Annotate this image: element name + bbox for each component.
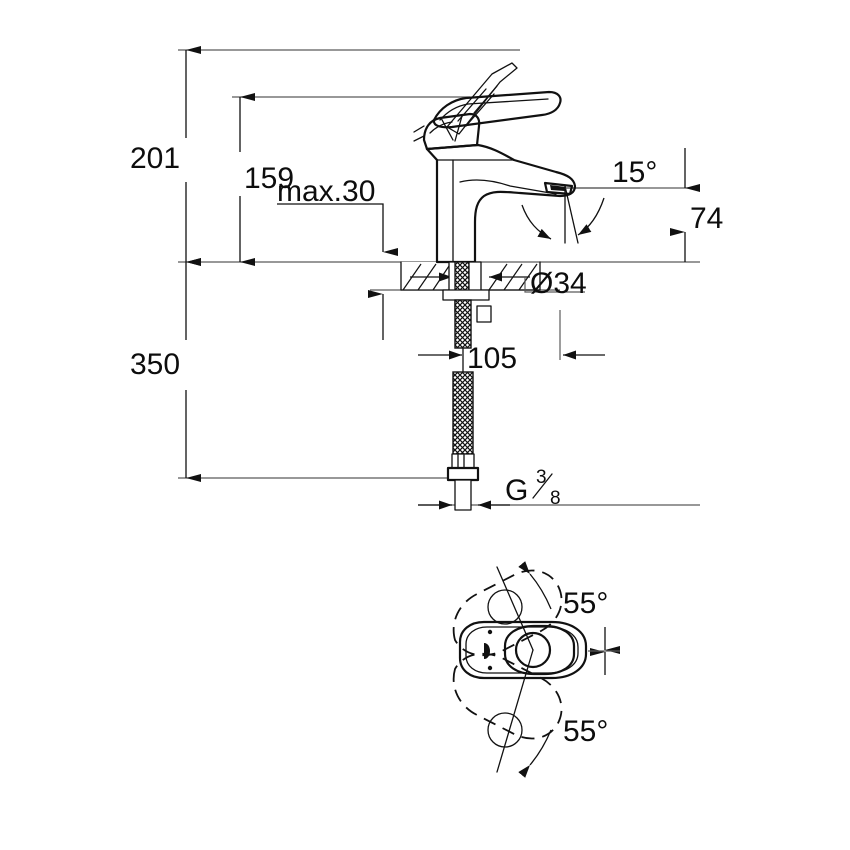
spout-inner-contour [459, 179, 557, 195]
plan-screw-mark-top [487, 629, 493, 635]
dimension-height-201: 201 [130, 46, 201, 266]
plan-base-inner [465, 626, 579, 674]
plan-base-body [458, 620, 588, 680]
dim-label-max30: max.30 [277, 175, 375, 208]
plan-lever-index [484, 643, 490, 659]
dimension-swivel-lower-55: 55° [496, 648, 620, 778]
mounting-washer [442, 289, 490, 301]
dim-label-350: 350 [130, 348, 180, 381]
swivel-upper-arc [518, 561, 552, 610]
dim-leader-max30 [277, 203, 398, 256]
lever-hub [422, 112, 481, 151]
dimension-height-159: 159 [239, 93, 294, 266]
plan-spout-footprint [503, 624, 576, 676]
plan-ghost-lower [452, 652, 563, 748]
lever-raised-ghost [446, 62, 518, 135]
faucet-body [413, 62, 577, 511]
spray-arc-right [577, 197, 605, 236]
swivel-upper-ray [496, 566, 534, 651]
dimension-thread-g38: G 3 8 [418, 467, 561, 510]
lever-hub-facet-1 [440, 117, 454, 141]
dim-label-159: 159 [244, 162, 294, 195]
aerator [543, 181, 574, 196]
lever-ghost-hatch-3 [473, 85, 498, 114]
swivel-lower-arc [518, 729, 552, 778]
plan-screw-mark-bottom [487, 665, 493, 671]
dimension-swivel-upper-55: 55° [496, 561, 620, 654]
lever-ghost-hatch-2 [465, 93, 495, 127]
plan-tap-hole [514, 631, 552, 669]
pivot-ghost-1 [413, 125, 425, 133]
fitting-nut [446, 466, 480, 482]
hose-upper [454, 299, 472, 349]
spray-arc-left [521, 204, 552, 240]
dimension-spout-reach-105: 105 [418, 310, 605, 375]
dim-label-swivel-lower-55: 55° [563, 715, 608, 748]
shank-collar-right [468, 261, 482, 295]
dim-label-thread-numerator: 3 [536, 467, 547, 488]
hose-upper-braid [454, 299, 472, 349]
plan-ghost-upper [452, 569, 563, 657]
dim-leader-bore [524, 277, 585, 293]
dimension-deck-max-30: max.30 [277, 175, 398, 256]
fitting-tail [454, 479, 472, 511]
lever-handle-outline [432, 90, 562, 129]
dimension-height-350: 350 [130, 258, 201, 482]
thread-fraction-bar [532, 473, 553, 499]
dimension-spray-angle-15: 15° [521, 156, 657, 244]
aerator-outline [543, 181, 574, 196]
aerator-screen [550, 185, 566, 191]
dim-label-201: 201 [130, 142, 180, 175]
plan-base-outer [458, 620, 588, 680]
hose-lower [452, 371, 474, 455]
dim-label-105: 105 [467, 342, 517, 375]
elevation-view: 201 159 max.30 350 [130, 46, 723, 511]
pivot-ghost-2 [413, 135, 425, 142]
dim-label-thread-denominator: 8 [550, 488, 561, 509]
plan-ghost-upper-outline [452, 569, 563, 657]
dim-label-bore34: Ø34 [530, 267, 587, 300]
lever-hub-facet-3 [429, 121, 453, 134]
dimension-bore-34: Ø34 [410, 267, 587, 300]
lever-ghost-outline [446, 62, 518, 135]
swivel-lower-ray [496, 649, 534, 773]
plan-view: 55° 55° [452, 561, 620, 778]
lever-hub-facet-2 [454, 115, 463, 142]
dim-label-swivel-upper-55: 55° [563, 587, 608, 620]
dim-label-thread-g: G [505, 474, 528, 507]
dimension-projection-74: 74 [670, 148, 723, 262]
hose-lower-braid [452, 371, 474, 455]
hose-end-fitting [446, 453, 480, 511]
plan-ghost-upper-hole [487, 589, 523, 625]
mounting-shank [442, 261, 492, 323]
dim-label-74: 74 [690, 202, 723, 235]
spout-and-body [425, 143, 577, 264]
lever-pivot-ghost [413, 125, 425, 142]
lever-hub-outline [422, 112, 481, 151]
shank-side-stub [476, 305, 492, 323]
dim-label-15deg: 15° [612, 156, 657, 189]
body-outline [425, 143, 577, 264]
